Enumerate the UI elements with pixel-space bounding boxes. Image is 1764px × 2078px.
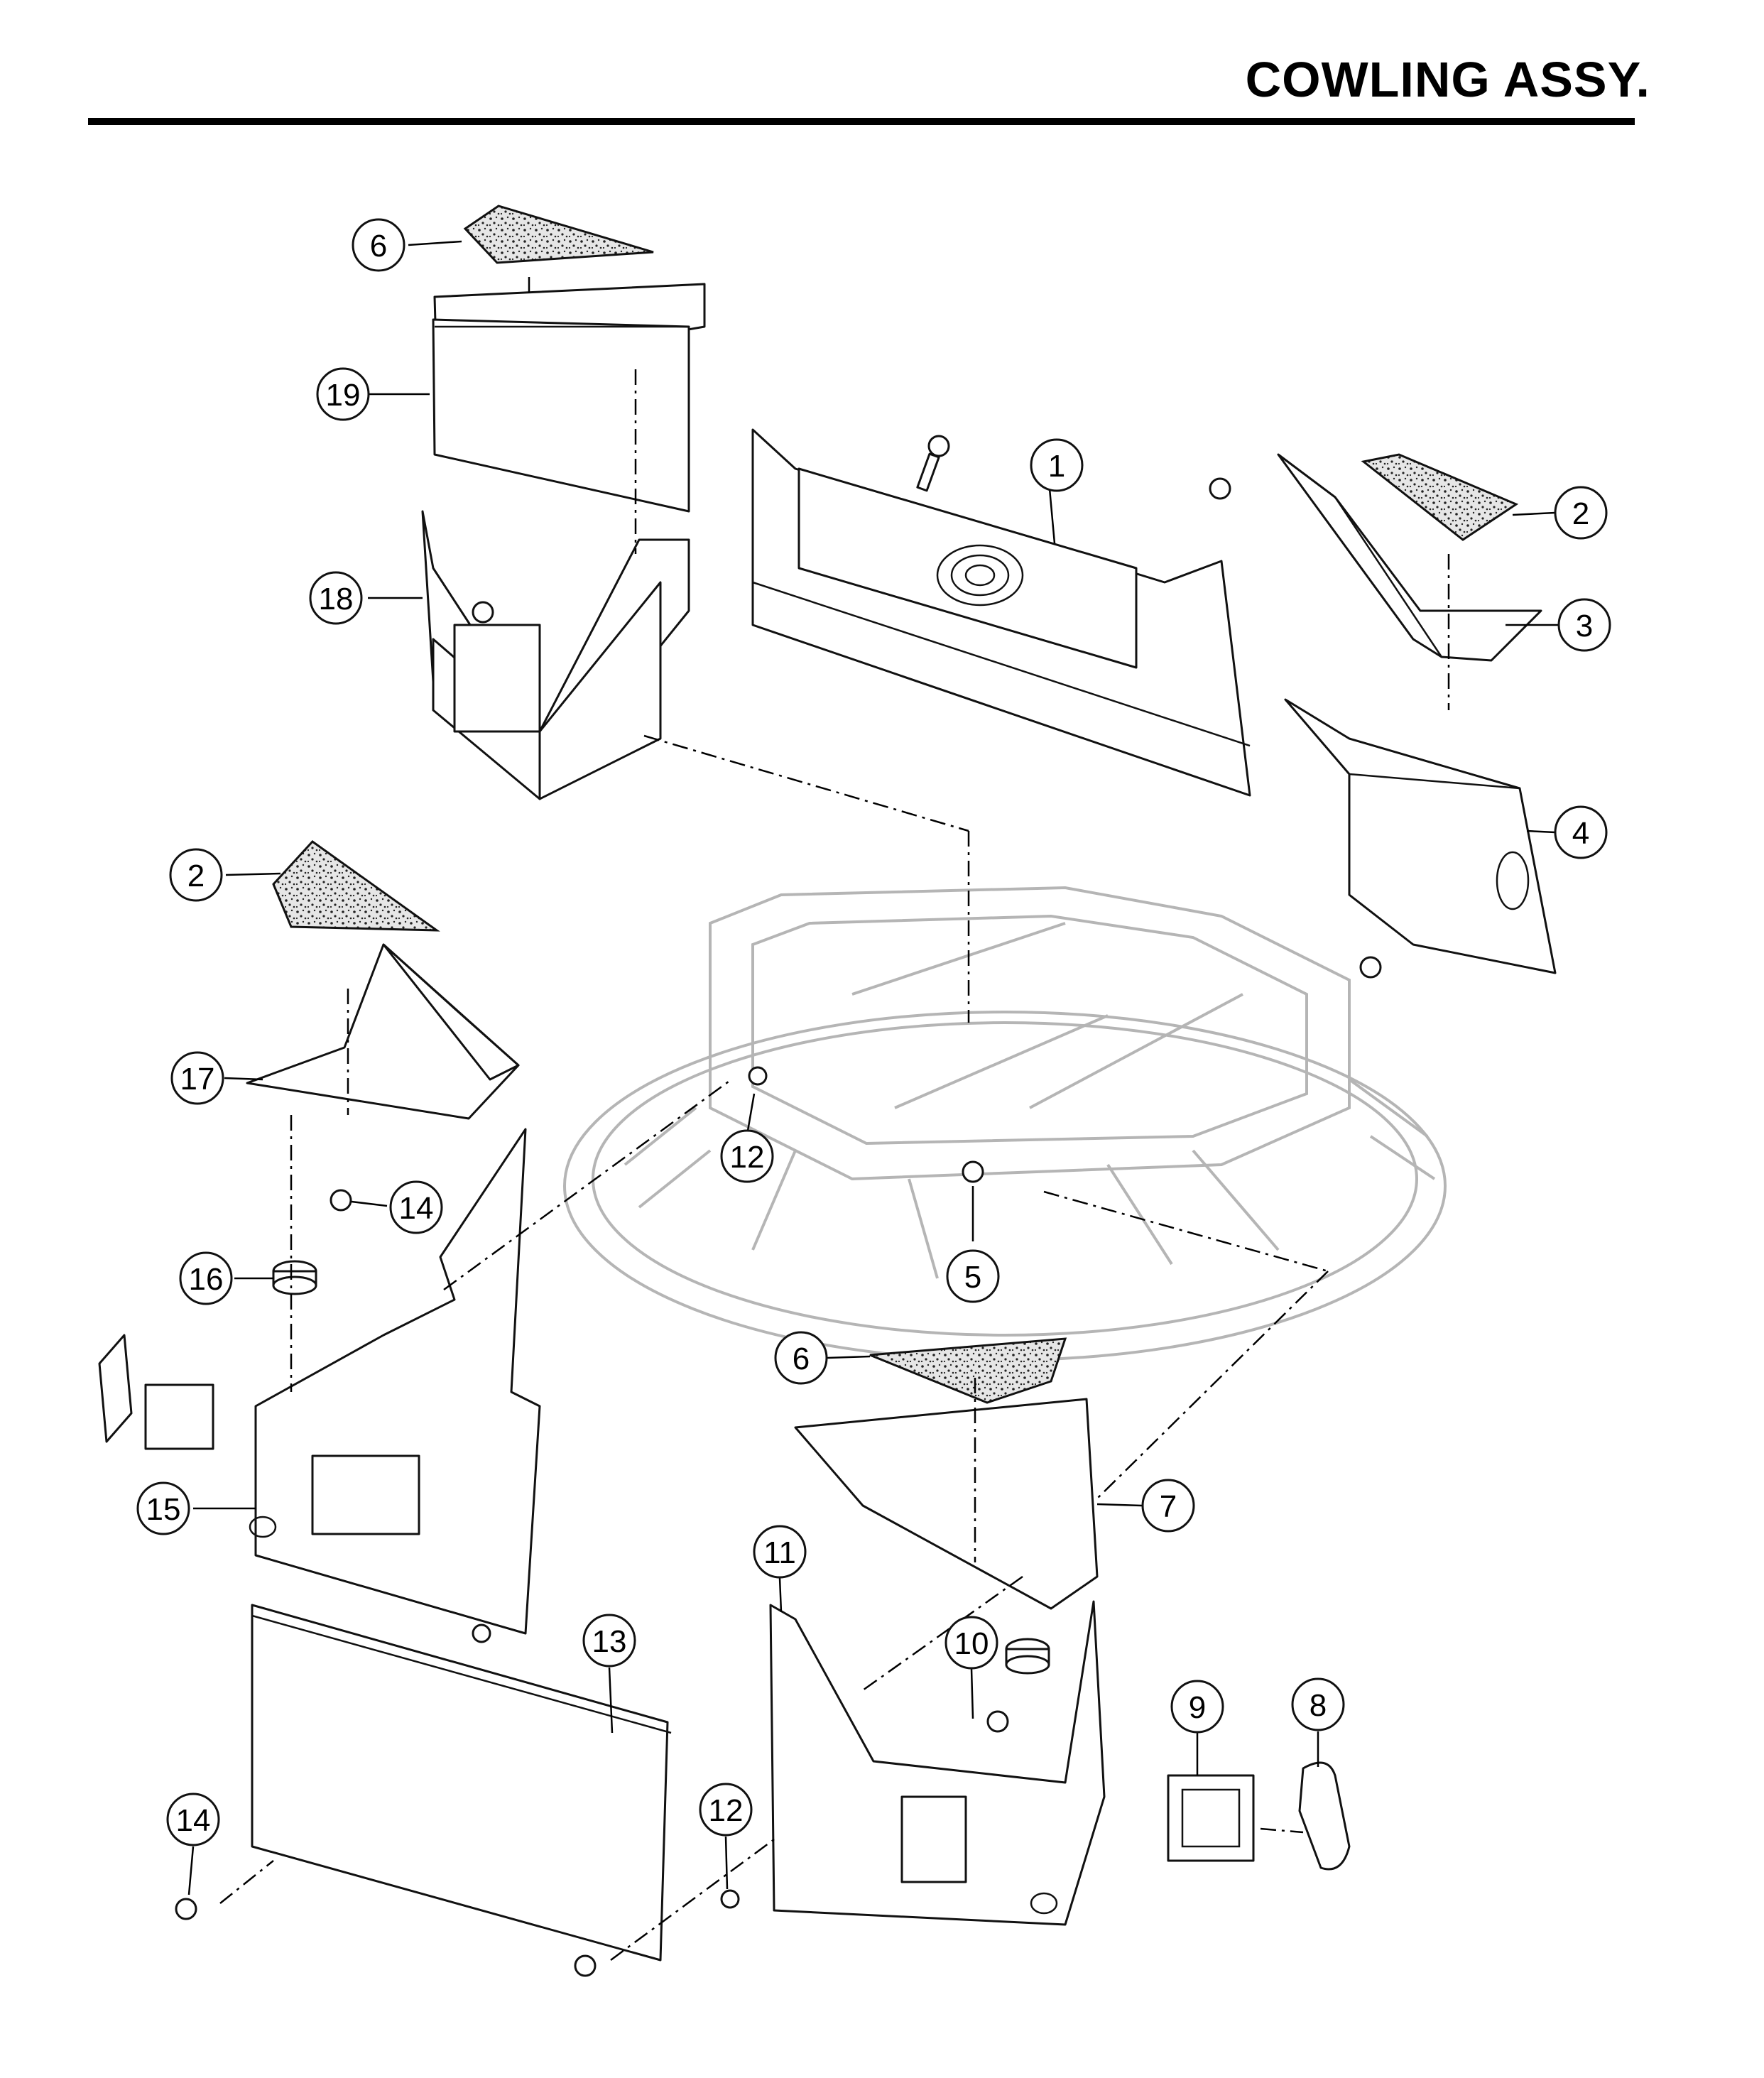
part-15-left-side-panel (249, 1128, 541, 1635)
callout-12-upper: 12 (720, 1129, 774, 1183)
callout-19: 19 (316, 367, 370, 421)
callout-12-lower-label: 12 (709, 1793, 744, 1828)
leader-lines (187, 240, 1559, 1895)
part-17-wedge-bracket (246, 943, 520, 1120)
callout-6-bottom-label: 6 (793, 1342, 810, 1376)
left-rocker-switch (98, 1334, 214, 1450)
callout-14-upper-label: 14 (399, 1191, 434, 1226)
callout-1-label: 1 (1048, 449, 1065, 484)
part-2-foam-pad-left (272, 840, 440, 932)
callout-3-label: 3 (1576, 609, 1593, 643)
callout-1: 1 (1030, 438, 1084, 492)
callout-17-label: 17 (180, 1062, 215, 1097)
callout-11-label: 11 (763, 1535, 796, 1570)
page-title: COWLING ASSY. (1245, 52, 1650, 107)
callout-10: 10 (944, 1616, 998, 1670)
callout-18: 18 (309, 571, 363, 625)
callout-15: 15 (136, 1481, 190, 1535)
part-6-foam-pad-top (463, 205, 654, 264)
part-18-left-box (421, 510, 690, 800)
callout-2: 2 (1554, 486, 1608, 540)
callout-8: 8 (1291, 1677, 1345, 1731)
callout-12-upper-label: 12 (730, 1140, 765, 1175)
callout-11: 11 (753, 1525, 807, 1579)
callout-10-label: 10 (954, 1626, 989, 1661)
part-8-switch-knob (1298, 1761, 1351, 1871)
callout-6-bottom: 6 (774, 1331, 828, 1385)
callout-7: 7 (1141, 1479, 1195, 1533)
callout-7-label: 7 (1160, 1489, 1177, 1524)
callout-18-label: 18 (319, 582, 354, 616)
callout-16-label: 16 (189, 1262, 224, 1297)
part-7-right-cover-plate (794, 1398, 1099, 1610)
callout-14-upper: 14 (389, 1180, 443, 1234)
part-6-foam-pad-bottom (869, 1337, 1067, 1404)
callout-19-label: 19 (326, 378, 361, 413)
callout-13: 13 (582, 1614, 636, 1668)
callout-6-top-label: 6 (370, 229, 387, 263)
part-11-right-side-panel (769, 1600, 1106, 1926)
callout-16: 16 (179, 1251, 233, 1305)
bolts (175, 435, 1382, 1977)
part-1-rear-grille-panel (751, 428, 1251, 797)
callout-17: 17 (170, 1051, 224, 1105)
callout-14-lower: 14 (166, 1793, 220, 1846)
callout-12-lower: 12 (699, 1783, 753, 1837)
grille-holes (936, 544, 1024, 606)
callout-2-left-label: 2 (187, 859, 205, 893)
callout-4-label: 4 (1572, 816, 1589, 851)
part-16-grommet (272, 1260, 317, 1295)
callout-9-label: 9 (1189, 1690, 1206, 1725)
callout-3: 3 (1557, 598, 1611, 652)
title-rule (88, 118, 1635, 125)
callout-15-label: 15 (146, 1492, 181, 1527)
part-3-right-bracket (1277, 453, 1542, 662)
part-9-rocker-switch (1167, 1774, 1255, 1862)
part-19-top-cover (432, 283, 706, 513)
callout-9: 9 (1170, 1680, 1224, 1734)
assembly-lines (219, 277, 1450, 1962)
part-10-grommet (1005, 1638, 1050, 1675)
trowel-frame (563, 886, 1447, 1361)
callout-13-label: 13 (592, 1624, 627, 1659)
callout-8-label: 8 (1310, 1688, 1327, 1723)
callout-4: 4 (1554, 805, 1608, 859)
callout-5-label: 5 (964, 1260, 981, 1295)
part-4-right-cowl-panel (1284, 698, 1557, 974)
callout-6-top: 6 (352, 218, 405, 272)
callout-14-lower-label: 14 (176, 1803, 211, 1838)
part-2-foam-pad-right (1361, 453, 1519, 541)
callout-2-label: 2 (1572, 496, 1589, 531)
callout-2-left: 2 (169, 848, 223, 902)
callout-5: 5 (946, 1249, 1000, 1303)
part-13-front-plate (251, 1604, 672, 1962)
